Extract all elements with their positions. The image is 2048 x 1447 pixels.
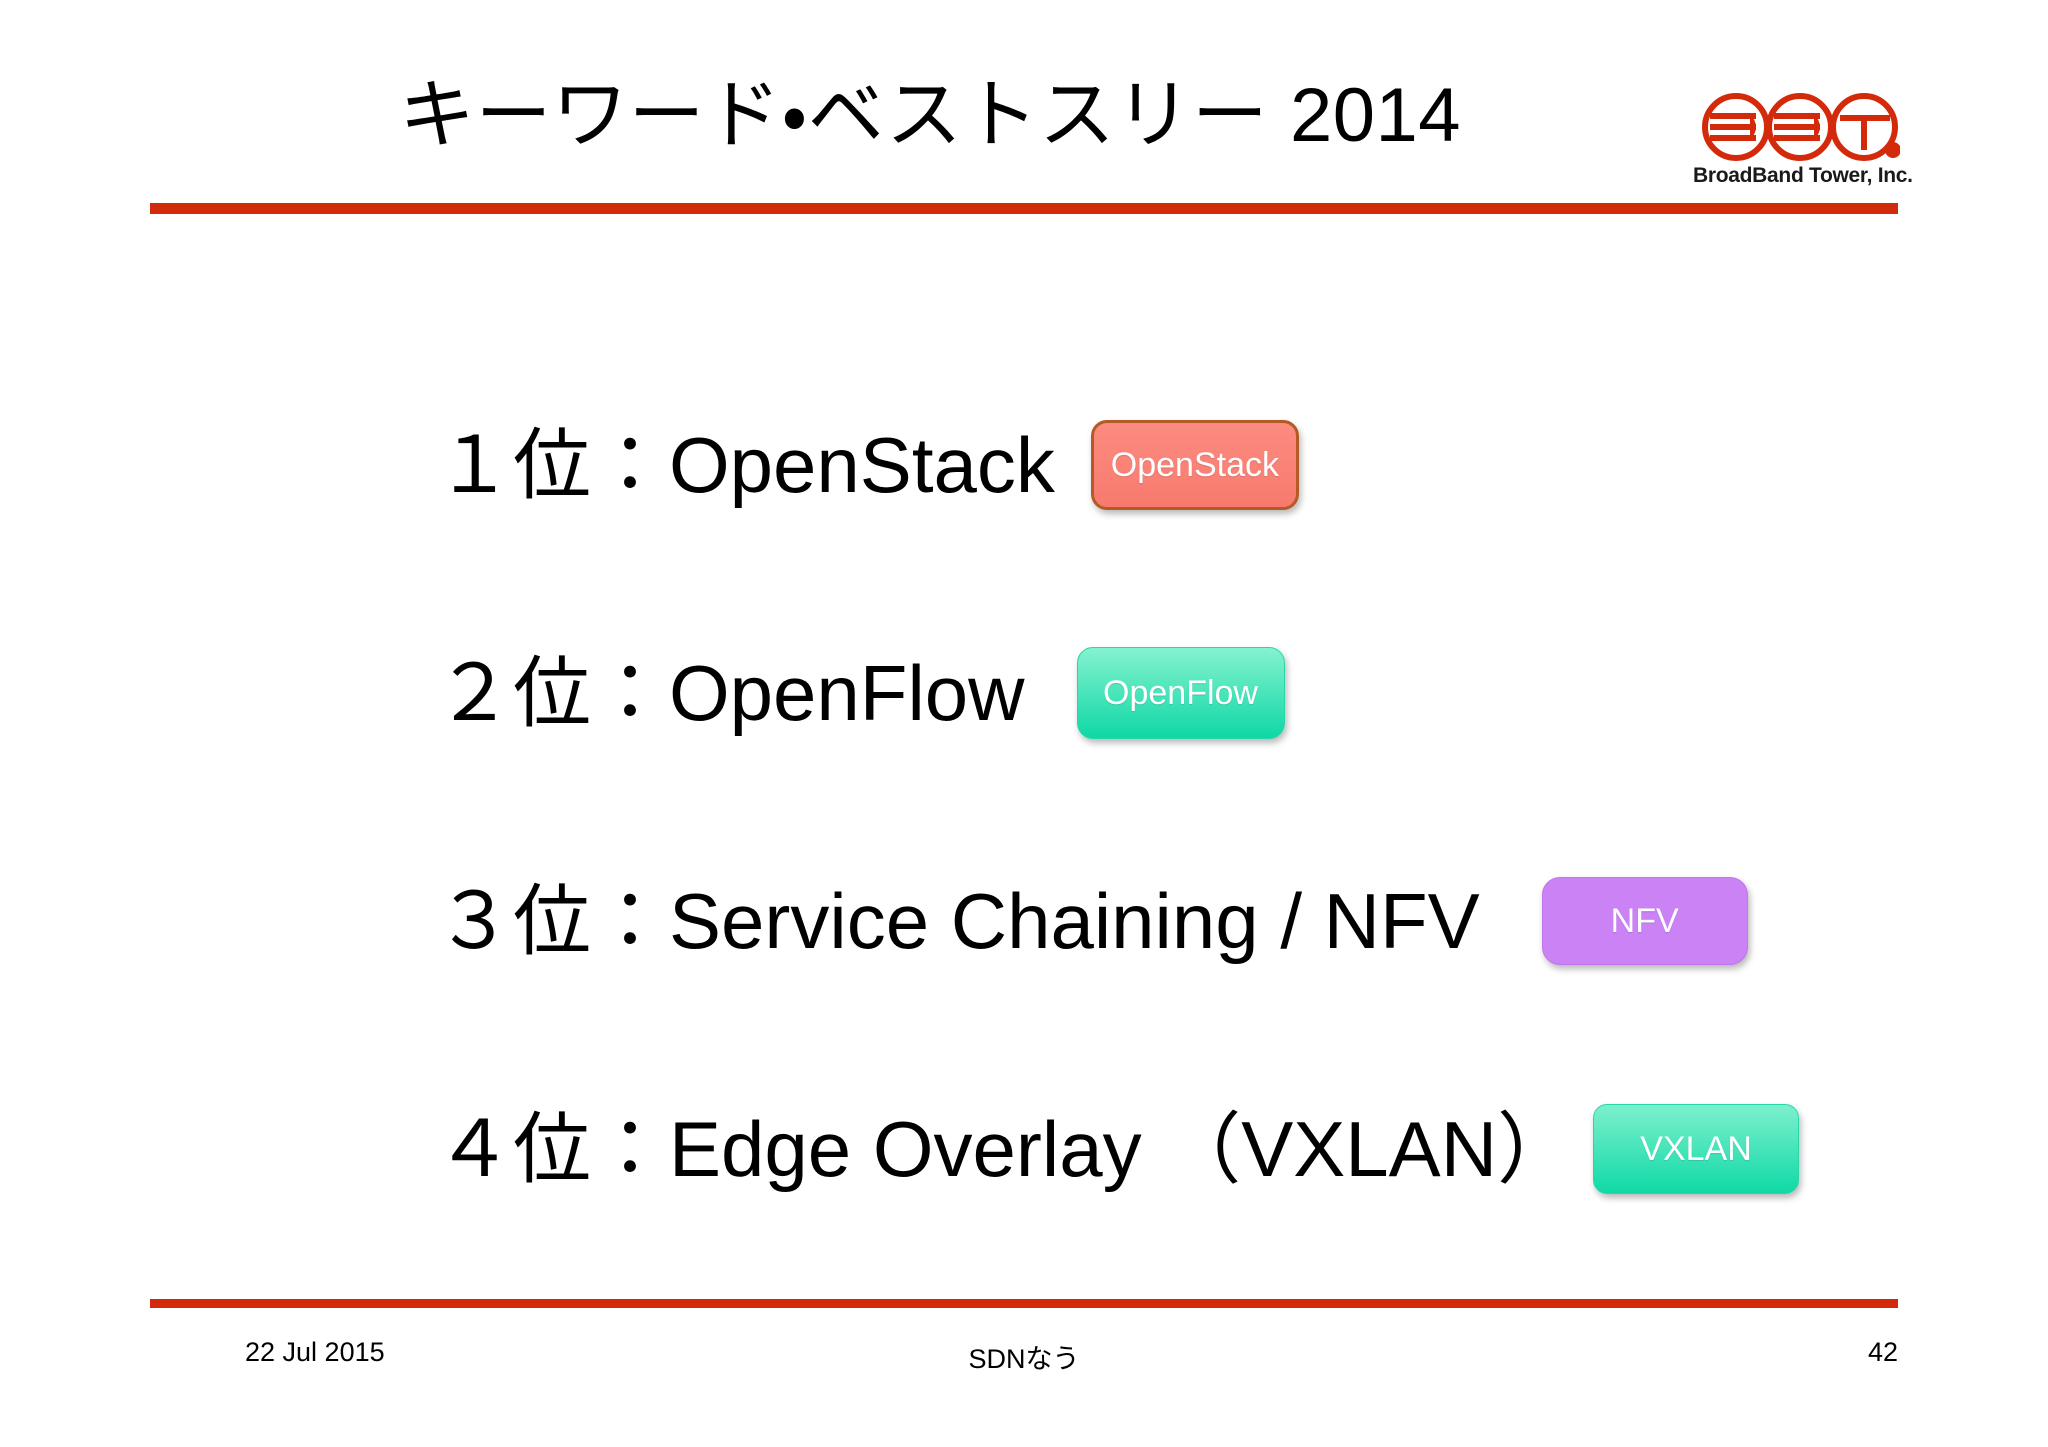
footer-title: SDNなう <box>968 1344 1080 1374</box>
brand-logo: BroadBand Tower, Inc. <box>1693 90 1913 198</box>
ranking-label-1: １位：OpenStack <box>435 421 1055 509</box>
list-item: ２位：OpenFlow OpenFlow <box>435 633 1285 753</box>
badge-openstack: OpenStack <box>1090 420 1299 510</box>
ranking-label-3: ３位：Service Chaining / NFV <box>435 877 1480 965</box>
ranking-label-4: ４位：Edge Overlay （VXLAN） <box>435 1105 1576 1193</box>
footer-page-number: 42 <box>1867 1337 1898 1367</box>
footer-divider <box>150 1299 1898 1308</box>
badge-openflow: OpenFlow <box>1076 647 1285 739</box>
list-item: １位：OpenStack OpenStack <box>435 405 1299 525</box>
logo-caption: BroadBand Tower, Inc. <box>1693 164 1913 187</box>
badge-nfv: NFV <box>1541 877 1748 965</box>
badge-vxlan: VXLAN <box>1593 1104 1800 1194</box>
header-divider <box>150 203 1898 214</box>
page-title: キーワード・ベストスリー 2014 <box>398 73 1462 158</box>
ranking-label-2: ２位：OpenFlow <box>435 649 1025 737</box>
list-item: ４位：Edge Overlay （VXLAN） VXLAN <box>435 1089 1800 1209</box>
list-item: ３位：Service Chaining / NFV NFV <box>435 861 1748 981</box>
footer-date: 22 Jul 2015 <box>245 1337 385 1367</box>
bbt-logo-marks-icon <box>1702 93 1900 161</box>
